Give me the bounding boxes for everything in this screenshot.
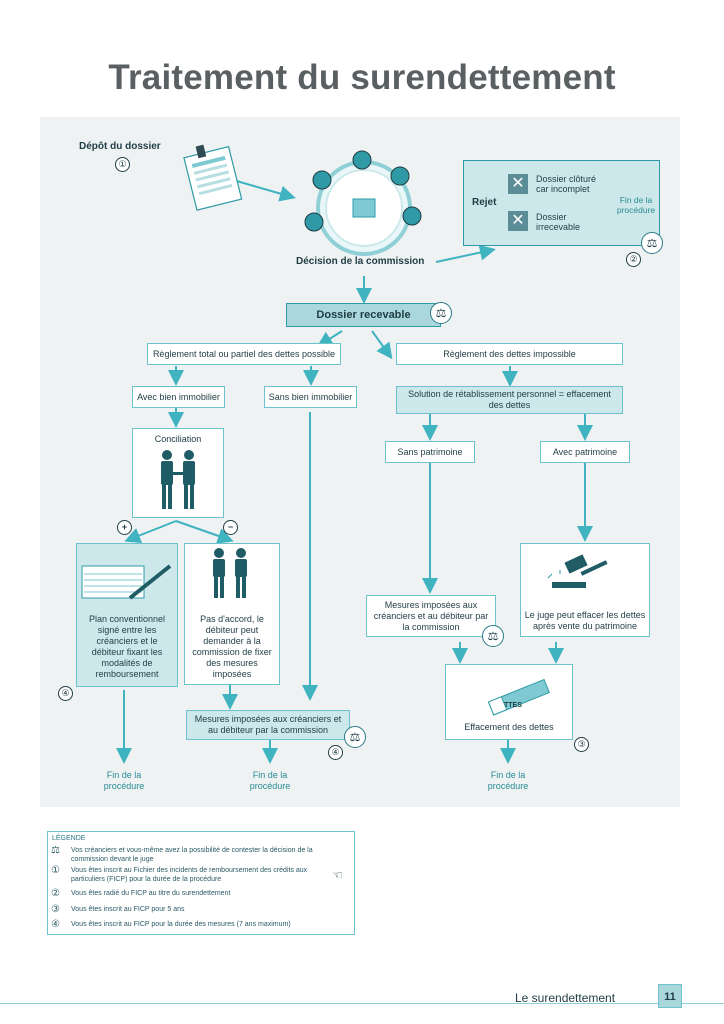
plus-icon: +	[117, 520, 132, 535]
scales-icon: ⚖	[641, 232, 663, 254]
solution-box: Solution de rétablissement personnel = e…	[396, 386, 623, 414]
rejet-item-incomplet: Dossier clôturé car incomplet	[536, 174, 597, 194]
page-title: Traitement du surendettement	[108, 58, 616, 97]
legend-number: ④	[51, 919, 60, 930]
right-branch-box: Règlement des dettes impossible	[396, 343, 623, 365]
rejet-label: Rejet	[472, 197, 497, 208]
cross-icon: ✕	[508, 174, 528, 194]
legend-title: LÉGENDE	[52, 835, 86, 842]
eraser-text: TTES	[504, 702, 522, 709]
legend-box: LÉGENDE ⚖ Vos créanciers et vous-même av…	[47, 831, 355, 935]
footer-divider	[0, 1003, 724, 1004]
rejet-box: Rejet ✕ Dossier clôturé car incomplet ✕ …	[463, 160, 660, 246]
left-branch-box: Règlement total ou partiel des dettes po…	[147, 343, 341, 365]
legend-number: ②	[51, 888, 60, 899]
avec-bien-box: Avec bien immobilier	[132, 386, 225, 408]
depot-number: ①	[115, 157, 130, 172]
sans-bien-box: Sans bien immobilier	[264, 386, 357, 408]
scales-icon: ⚖	[51, 845, 60, 856]
mesures-right-box: Mesures imposées aux créanciers et au dé…	[366, 595, 496, 637]
plan-number: ④	[58, 686, 73, 701]
rejet-item-irrecevable: Dossier irrecevable	[536, 212, 581, 232]
mesures-left-box: Mesures imposées aux créanciers et au dé…	[186, 710, 350, 740]
conciliation-label: Conciliation	[154, 434, 202, 444]
fin-procedure-1: Fin de la procédure	[103, 770, 145, 791]
legend-number: ①	[51, 865, 60, 876]
sans-patrimoine-box: Sans patrimoine	[385, 441, 475, 463]
mesures-left-number: ④	[328, 745, 343, 760]
minus-icon: −	[223, 520, 238, 535]
scales-icon: ⚖	[344, 726, 366, 748]
avec-patrimoine-box: Avec patrimoine	[540, 441, 630, 463]
legend-number: ③	[51, 904, 60, 915]
pointing-hand-icon: ☜	[332, 868, 343, 882]
fin-procedure-2: Fin de la procédure	[249, 770, 291, 791]
rejet-end-label: Fin de la procédure	[616, 195, 656, 215]
recevable-box: Dossier recevable	[286, 303, 441, 327]
pas-accord-box: Pas d'accord, le débiteur peut demander …	[184, 543, 280, 685]
rejet-number: ②	[626, 252, 641, 267]
depot-label: Dépôt du dossier	[79, 141, 161, 152]
cross-icon: ✕	[508, 211, 528, 231]
effacement-number: ③	[574, 737, 589, 752]
decision-label: Décision de la commission	[296, 256, 425, 267]
fin-procedure-3: Fin de la procédure	[487, 770, 529, 791]
scales-icon: ⚖	[430, 302, 452, 324]
page-number: 11	[658, 984, 682, 1008]
footer-title: Le surendettement	[515, 991, 616, 1005]
scales-icon: ⚖	[482, 625, 504, 647]
juge-box: Le juge peut effacer les dettes après ve…	[520, 543, 650, 637]
